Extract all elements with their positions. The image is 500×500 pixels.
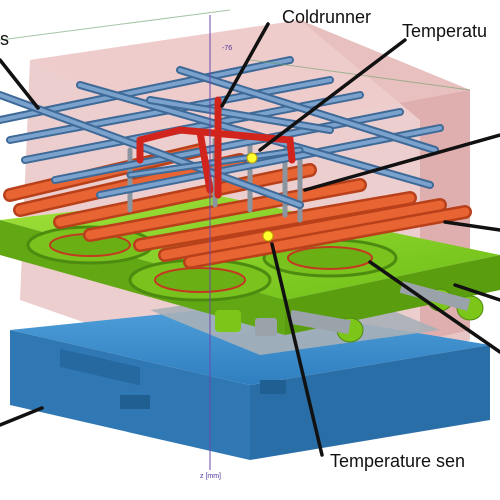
blue-plate-slot [60, 348, 140, 386]
temperature-sensor [246, 152, 258, 164]
label-coldrunner: Coldrunner [282, 7, 372, 27]
coldrunner [136, 96, 296, 199]
callout-lines [0, 22, 500, 457]
cavity-ring [154, 267, 246, 293]
connector [215, 310, 241, 332]
cavity-ring [287, 246, 373, 270]
label-cooling: s [0, 29, 9, 49]
connector [399, 281, 471, 311]
z-axis-top-label: -76 [222, 45, 232, 52]
label-temperature-top: Temperatu [402, 21, 488, 41]
mold-body-top [30, 20, 470, 140]
green-plate-right [285, 255, 500, 335]
grid-line [0, 9, 231, 41]
temperature-sensor [262, 230, 274, 242]
blue-plate-right [250, 345, 490, 460]
blue-plate-notch [260, 380, 286, 394]
label-temperature-bottom: Temperature sen [330, 451, 466, 471]
blue-plate-notch [120, 395, 150, 409]
connector [289, 309, 351, 335]
connector [255, 318, 277, 336]
z-axis-bottom-label: z [mm] [200, 473, 221, 480]
